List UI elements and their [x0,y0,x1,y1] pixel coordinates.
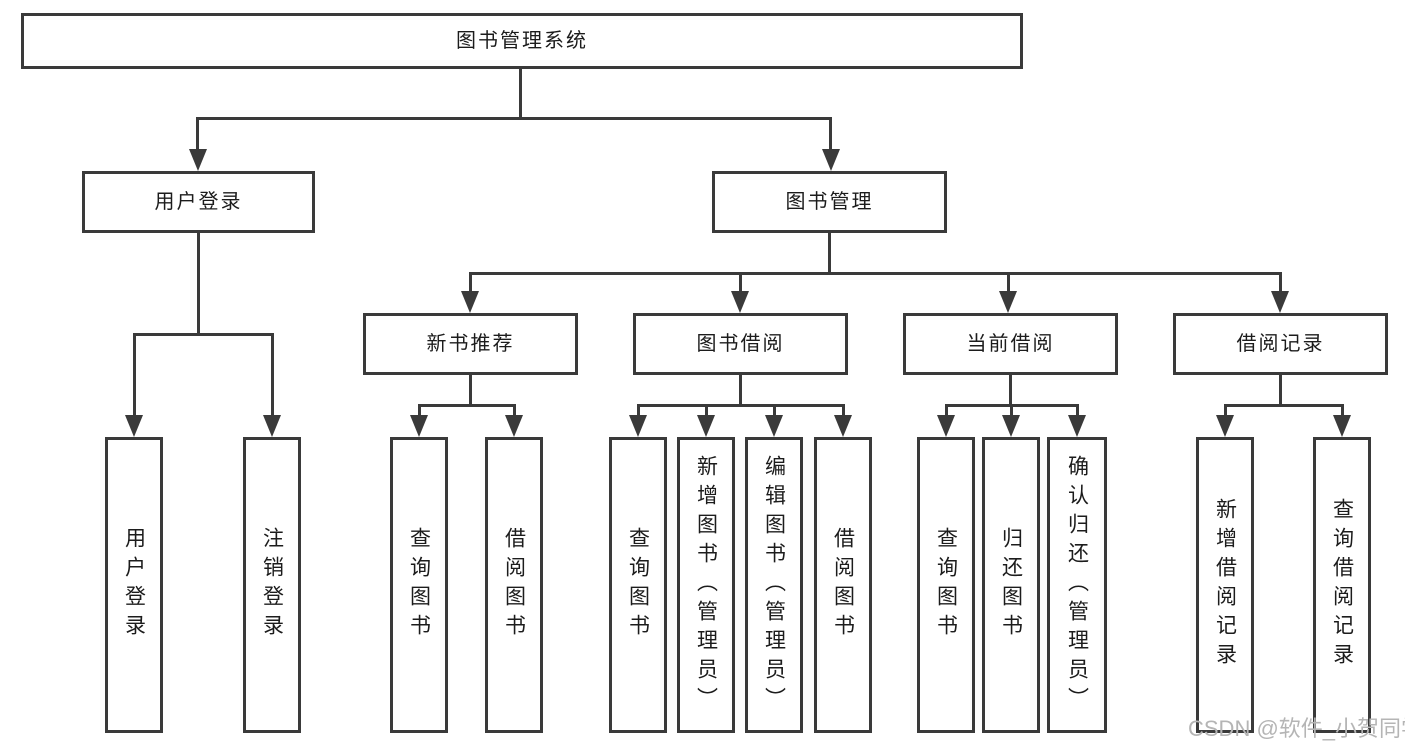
arrow-down-icon [697,415,715,437]
leaf-query-borrow-record-label: 查询借阅记录 [1330,498,1354,672]
node-current-borrowing: 当前借阅 [903,313,1118,375]
arrow-down-icon [263,415,281,437]
leaf-borrow-book-label: 借阅图书 [831,527,855,643]
connector-level3-rail [469,272,1282,275]
connector-leaf-stem [1076,404,1079,417]
connector-leaf-stem [842,404,845,417]
node-book-borrowing-label: 图书借阅 [696,333,785,355]
connector-module4-rail [1224,404,1344,407]
arrow-down-icon [822,149,840,171]
leaf-logout: 注销登录 [243,437,301,733]
connector-leaf-stem [1010,404,1013,417]
leaf-edit-book-admin: 编辑图书（管理员） [745,437,803,733]
connector-module1-stub [469,375,472,407]
arrow-down-icon [1002,415,1020,437]
leaf-logout-label: 注销登录 [260,527,284,643]
connector-module-stem [739,272,742,296]
leaf-borrow-book: 借阅图书 [814,437,872,733]
connector-module1-rail [418,404,516,407]
node-root: 图书管理系统 [21,13,1023,69]
connector-module2-rail [637,404,845,407]
node-new-book-recommend: 新书推荐 [363,313,578,375]
leaf-borrow-book-recommend: 借阅图书 [485,437,543,733]
connector-leaf-stem [418,404,421,417]
connector-module4-stub [1279,375,1282,407]
arrow-down-icon [999,291,1017,313]
node-book-management: 图书管理 [712,171,947,233]
arrow-down-icon [461,291,479,313]
leaf-borrow-book-recommend-label: 借阅图书 [502,527,526,643]
leaf-query-books-borrowing: 查询图书 [609,437,667,733]
leaf-add-book-admin: 新增图书（管理员） [677,437,735,733]
watermark-text: CSDN @软件_小贺同学 [1188,716,1405,741]
leaf-query-borrow-record: 查询借阅记录 [1313,437,1371,733]
connector-book-management-stub [828,233,831,275]
arrow-down-icon [731,291,749,313]
arrow-down-icon [834,415,852,437]
node-new-book-recommend-label: 新书推荐 [426,333,515,355]
arrow-down-icon [765,415,783,437]
connector-leaf-stem [945,404,948,417]
node-book-management-label: 图书管理 [785,191,874,213]
leaf-return-book-label: 归还图书 [999,527,1023,643]
arrow-down-icon [1271,291,1289,313]
leaf-return-book: 归还图书 [982,437,1040,733]
connector-leaf-stem [133,333,136,417]
leaf-user-login: 用户登录 [105,437,163,733]
node-root-label: 图书管理系统 [456,30,588,52]
arrow-down-icon [1216,415,1234,437]
leaf-add-borrow-record-label: 新增借阅记录 [1213,498,1237,672]
arrow-down-icon [1068,415,1086,437]
leaf-confirm-return-admin: 确认归还（管理员） [1047,437,1107,733]
connector-leaf-stem [705,404,708,417]
arrow-down-icon [189,149,207,171]
arrow-down-icon [629,415,647,437]
leaf-query-books-current: 查询图书 [917,437,975,733]
leaf-confirm-return-admin-label: 确认归还（管理员） [1065,454,1089,716]
leaf-query-books-current-label: 查询图书 [934,527,958,643]
node-borrowing-records-label: 借阅记录 [1236,333,1325,355]
connector-module-stem [1279,272,1282,296]
node-borrowing-records: 借阅记录 [1173,313,1388,375]
leaf-query-books-recommend-label: 查询图书 [407,527,431,643]
node-user-login-label: 用户登录 [154,191,243,213]
arrow-down-icon [1333,415,1351,437]
connector-user-login-stub [197,233,200,336]
leaf-query-books-recommend: 查询图书 [390,437,448,733]
connector-branch1-stem [829,117,832,153]
connector-level2-rail [196,117,832,120]
leaf-query-books-borrowing-label: 查询图书 [626,527,650,643]
arrow-down-icon [125,415,143,437]
connector-leaf-stem [271,333,274,417]
connector-module3-stub [1009,375,1012,407]
connector-leaf-stem [1224,404,1227,417]
node-user-login: 用户登录 [82,171,315,233]
connector-leaf-stem [1341,404,1344,417]
leaf-user-login-label: 用户登录 [122,527,146,643]
connector-module-stem [469,272,472,296]
connector-module-stem [1007,272,1010,296]
node-current-borrowing-label: 当前借阅 [966,333,1055,355]
connector-leaf-stem [637,404,640,417]
connector-leaf-stem [513,404,516,417]
connector-leaf-stem [773,404,776,417]
node-book-borrowing: 图书借阅 [633,313,848,375]
connector-branch0-stem [196,117,199,153]
connector-module2-stub [739,375,742,407]
leaf-add-book-admin-label: 新增图书（管理员） [694,454,718,716]
arrow-down-icon [410,415,428,437]
arrow-down-icon [937,415,955,437]
leaf-edit-book-admin-label: 编辑图书（管理员） [762,454,786,716]
connector-user-login-rail [133,333,274,336]
leaf-add-borrow-record: 新增借阅记录 [1196,437,1254,733]
arrow-down-icon [505,415,523,437]
connector-root-stub [519,69,522,119]
